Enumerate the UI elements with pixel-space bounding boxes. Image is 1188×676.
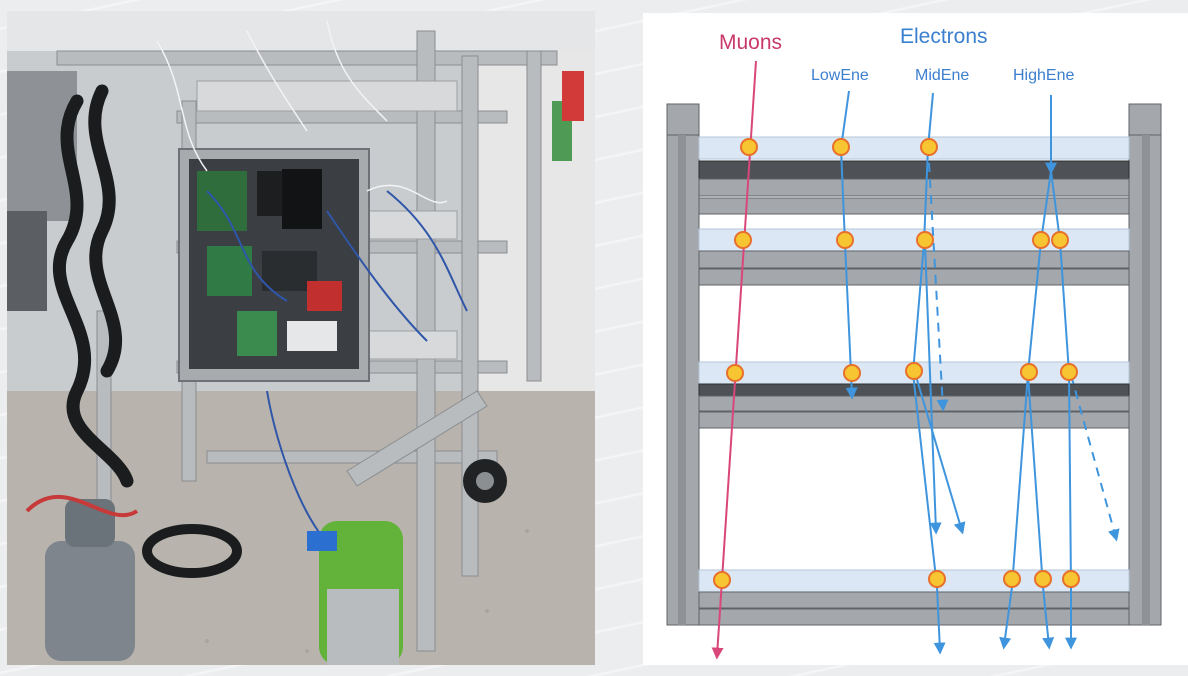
floor-cable-coil <box>142 524 242 578</box>
hit-high-1b <box>1051 231 1069 249</box>
hit-muon-3 <box>726 364 744 382</box>
detector-layer-2 <box>698 228 1130 286</box>
high-energy-split-right <box>1050 170 1061 242</box>
ceiling-light <box>7 11 595 51</box>
high-energy-dashed-track <box>1070 374 1120 542</box>
mid-energy-branch-a <box>924 242 942 535</box>
frame-bar-1b <box>698 197 1130 215</box>
cart-wheel-hub <box>476 472 494 490</box>
dashed-tracks <box>928 162 1120 542</box>
hit-high-2a <box>1020 363 1038 381</box>
high-energy-label: HighEne <box>1013 67 1074 84</box>
hit-muon-1 <box>740 138 758 156</box>
green-bottle-label <box>327 589 399 665</box>
hit-high-2b <box>1060 363 1078 381</box>
frame-bar-4b <box>698 608 1130 626</box>
mid-energy-label: MidEne <box>915 67 969 84</box>
hit-low-2 <box>836 231 854 249</box>
mid-energy-dashed-track <box>928 162 949 412</box>
hit-low-3 <box>843 364 861 382</box>
hit-low-1 <box>832 138 850 156</box>
scintillator-plane-1 <box>698 136 1130 160</box>
absorber-plate-1 <box>698 160 1130 180</box>
high-energy-track-1 <box>999 240 1042 650</box>
hit-high-1a <box>1032 231 1050 249</box>
detector-photo <box>7 11 595 665</box>
frame-bar-3a <box>698 395 1130 412</box>
frame-bar-4a <box>698 591 1130 609</box>
hit-mid-3 <box>905 362 923 380</box>
hit-high-3a <box>1003 570 1021 588</box>
high-energy-split-left <box>1040 170 1052 242</box>
white-cables <box>156 20 448 204</box>
red-gas-hose <box>25 495 139 518</box>
background-computer <box>7 211 47 311</box>
hit-mid-4 <box>928 570 946 588</box>
black-cables <box>52 84 134 488</box>
detector-diagram: Muons Electrons LowEne MidEne HighEne <box>643 13 1188 665</box>
frame-bar-2b <box>698 268 1130 286</box>
hit-mid-2 <box>916 231 934 249</box>
mid-energy-branch-b <box>914 372 966 535</box>
electrons-label: Electrons <box>900 25 988 48</box>
electronics-boards <box>197 169 342 356</box>
frame-pillars <box>666 103 1162 626</box>
frame-bar-3b <box>698 411 1130 429</box>
detector-layer-3 <box>698 361 1130 429</box>
hit-high-3b <box>1034 570 1052 588</box>
aluminium-frame <box>56 30 558 652</box>
detector-layer-1 <box>698 136 1130 215</box>
background-red-item <box>562 71 584 121</box>
blue-regulator <box>307 531 337 551</box>
high-energy-track-3 <box>1059 240 1077 650</box>
hit-muon-4 <box>713 571 731 589</box>
grey-gas-bottle <box>45 541 135 661</box>
hit-muon-2 <box>734 231 752 249</box>
muon-track <box>711 60 757 660</box>
hit-mid-1 <box>920 138 938 156</box>
muons-label: Muons <box>719 31 782 54</box>
hit-high-3c <box>1062 570 1080 588</box>
detector-diagram-svg: Muons Electrons LowEne MidEne HighEne <box>666 25 1162 660</box>
low-energy-label: LowEne <box>811 67 869 84</box>
detector-layer-4 <box>698 569 1130 626</box>
detector-photo-illustration <box>7 11 595 665</box>
hit-markers <box>713 138 1080 589</box>
frame-bar-1a <box>698 178 1130 197</box>
frame-bar-2a <box>698 250 1130 269</box>
